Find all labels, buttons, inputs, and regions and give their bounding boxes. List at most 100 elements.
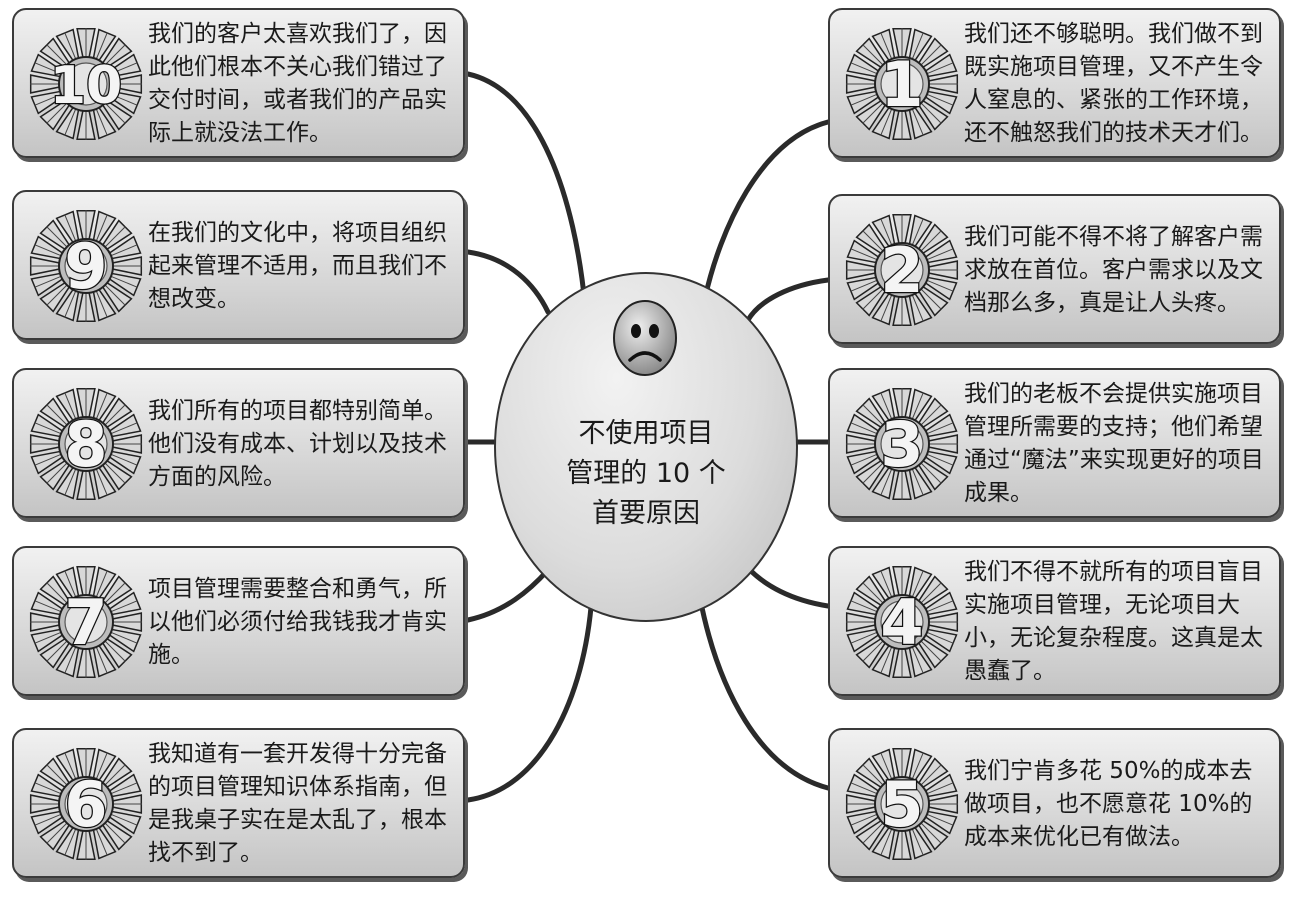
reason-text-5: 我们宁肯多花 50%的成本去做项目，也不愿意花 10%的成本来优化已有做法。 (964, 757, 1253, 850)
badge-spoke-line (925, 62, 954, 75)
number-badge-6: 6 (26, 744, 146, 864)
badge-spoke-line (862, 822, 884, 844)
badge-spoke-line (104, 640, 126, 662)
center-title-line: 不使用项目 (578, 418, 714, 449)
badge-spoke-line (862, 288, 884, 310)
badge-spoke-line (64, 752, 77, 781)
badge-number: 1 (880, 48, 923, 121)
badge-spoke-line (64, 827, 77, 856)
badge-number: 9 (64, 230, 107, 303)
badge-center (880, 62, 924, 106)
badge-spoke-line (850, 93, 879, 106)
badge-spoke-line (850, 631, 879, 644)
badge-number: 8 (64, 408, 107, 481)
badge-spoke-line (920, 822, 942, 844)
badge-spoke-line (850, 782, 879, 795)
badge-spoke-line (64, 467, 77, 496)
badge-spoke-line (911, 392, 924, 421)
number-badge-3: 3 (842, 384, 962, 504)
badge-center (880, 248, 924, 292)
reason-text: 我们的客户太喜欢我们了，因此他们根本不关心我们错过了交付时间，或者我们的产品实际… (148, 20, 453, 148)
number-badge-4: 4 (842, 562, 962, 682)
badge-spoke-line (95, 289, 108, 318)
badge-spoke-line (104, 462, 126, 484)
badge-spoke-line (911, 827, 924, 856)
badge-center (64, 244, 108, 288)
badge-spoke-line (862, 582, 884, 604)
badge-spoke-line (880, 293, 893, 322)
reason-text: 我们可能不得不将了解客户需求放在首位。客户需求以及文档那么多，真是让人头疼。 (964, 206, 1269, 334)
badge-spoke-line (109, 813, 138, 826)
reason-text: 我们宁肯多花 50%的成本去做项目，也不愿意花 10%的成本来优化已有做法。 (964, 740, 1269, 868)
badge-spoke-line (925, 631, 954, 644)
badge-spoke-line (46, 462, 68, 484)
badge-spoke-line (925, 600, 954, 613)
badge-spoke-line (95, 645, 108, 674)
reason-card-3: 3 我们的老板不会提供实施项目管理所需要的支持；他们希望通过“魔法”来实现更好的… (828, 368, 1281, 518)
badge-spoke-line (109, 631, 138, 644)
badge-spoke-line (925, 248, 954, 261)
badge-spoke-line (911, 570, 924, 599)
badge-spoke-line (862, 404, 884, 426)
badge-spoke-line (925, 279, 954, 292)
badge-center (880, 422, 924, 466)
reason-text: 项目管理需要整合和勇气，所以他们必须付给我钱我才肯实施。 (148, 558, 453, 686)
badge-spoke-line (920, 462, 942, 484)
badge-center (64, 600, 108, 644)
badge-center (880, 782, 924, 826)
badge-spoke-line (34, 244, 63, 257)
number-badge-2: 2 (842, 210, 962, 330)
reason-text-9: 在我们的文化中，将项目组织起来管理不适用，而且我们不想改变。 (148, 219, 447, 312)
reason-text-7: 项目管理需要整合和勇气，所以他们必须付给我钱我才肯实施。 (148, 575, 447, 668)
badge-number: 3 (880, 408, 923, 481)
reason-text-8: 我们所有的项目都特别简单。他们没有成本、计划以及技术方面的风险。 (148, 397, 447, 490)
badge-spoke-line (911, 752, 924, 781)
reason-card-7: 7 项目管理需要整合和勇气，所以他们必须付给我钱我才肯实施。 (12, 546, 465, 696)
sunburst-badge-icon: 3 (845, 387, 959, 501)
badge-spoke-line (104, 764, 126, 786)
badge-spoke-line (109, 782, 138, 795)
reason-card-8: 8 我们所有的项目都特别简单。他们没有成本、计划以及技术方面的风险。 (12, 368, 465, 518)
badge-spoke-line (925, 453, 954, 466)
badge-spoke-line (46, 404, 68, 426)
badge-spoke-line (109, 275, 138, 288)
reason-card-2: 2 我们可能不得不将了解客户需求放在首位。客户需求以及文档那么多，真是让人头疼。 (828, 194, 1281, 344)
center-title-line: 管理的 10 个 (566, 458, 726, 489)
reason-text: 我们还不够聪明。我们做不到既实施项目管理，又不产生令人窒息的、紧张的工作环境，还… (964, 20, 1269, 148)
badge-spoke-line (925, 422, 954, 435)
badge-spoke-line (46, 640, 68, 662)
badge-spoke-line (925, 782, 954, 795)
badge-spoke-line (95, 467, 108, 496)
badge-spoke-line (64, 214, 77, 243)
badge-spoke-line (109, 93, 138, 106)
number-badge-1: 1 (842, 24, 962, 144)
badge-spoke-line (46, 284, 68, 306)
badge-number: 2 (880, 234, 923, 307)
reason-card-6: 6 我知道有一套开发得十分完备的项目管理知识体系指南，但是我桌子实在是太乱了，根… (12, 728, 465, 878)
badge-spoke-line (920, 288, 942, 310)
badge-spoke-line (46, 764, 68, 786)
reason-text: 在我们的文化中，将项目组织起来管理不适用，而且我们不想改变。 (148, 202, 453, 330)
badge-spoke-line (880, 467, 893, 496)
badge-spoke-line (95, 107, 108, 136)
reason-text-2: 我们可能不得不将了解客户需求放在首位。客户需求以及文档那么多，真是让人头疼。 (964, 223, 1263, 316)
reason-card-10: 10 我们的客户太喜欢我们了，因此他们根本不关心我们错过了交付时间，或者我们的产… (12, 8, 465, 158)
badge-spoke-line (64, 32, 77, 61)
badge-spoke-line (880, 645, 893, 674)
badge-spoke-line (109, 453, 138, 466)
badge-spoke-line (104, 822, 126, 844)
badge-spoke-line (46, 822, 68, 844)
badge-spoke-line (850, 422, 879, 435)
badge-spoke-line (95, 392, 108, 421)
badge-spoke-line (64, 107, 77, 136)
badge-spoke-line (911, 32, 924, 61)
badge-number: 10 (50, 56, 122, 116)
badge-spoke-line (862, 230, 884, 252)
number-badge-10: 10 (26, 24, 146, 144)
badge-spoke-line (34, 422, 63, 435)
badge-number: 4 (880, 586, 923, 659)
reason-card-5: 5 我们宁肯多花 50%的成本去做项目，也不愿意花 10%的成本来优化已有做法。 (828, 728, 1281, 878)
badge-spoke-line (920, 764, 942, 786)
reason-text: 我们所有的项目都特别简单。他们没有成本、计划以及技术方面的风险。 (148, 380, 453, 508)
reason-text-4: 我们不得不就所有的项目盲目实施项目管理，无论项目大小，无论复杂程度。这真是太愚蠢… (964, 559, 1263, 684)
